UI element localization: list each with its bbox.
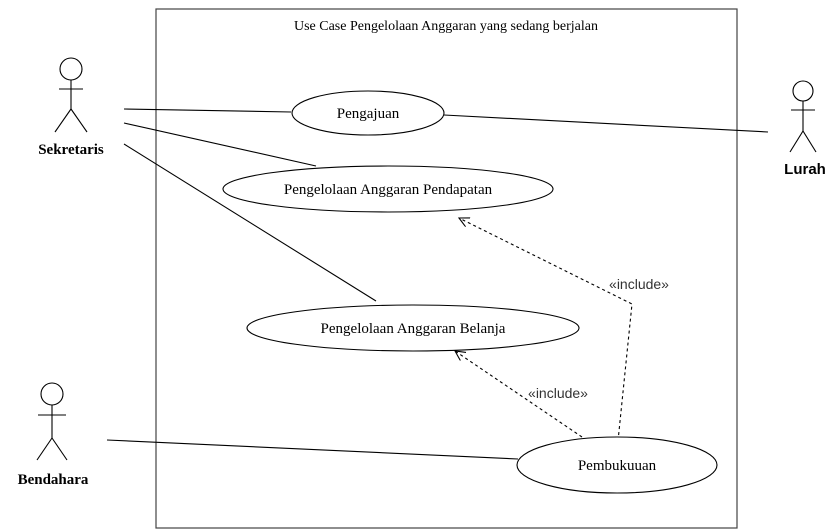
association-sekretaris-belanja[interactable] <box>123 143 377 302</box>
association-sekretaris-pengajuan[interactable] <box>123 108 292 113</box>
actor-sekretaris-leg-right <box>70 108 88 133</box>
use-case-pembukuan[interactable]: Pembukuuan <box>516 436 718 494</box>
use-case-pengajuan-label: Pengajuan <box>337 106 400 122</box>
actor-lurah[interactable]: Lurah <box>784 80 826 178</box>
use-case-pendapatan[interactable]: Pengelolaan Anggaran Pendapatan <box>222 165 554 213</box>
use-case-pendapatan-shape[interactable] <box>222 165 554 213</box>
actor-sekretaris-leg-left <box>54 108 72 133</box>
actor-bendahara[interactable]: Bendahara <box>18 382 89 488</box>
system-title: Use Case Pengelolaan Anggaran yang sedan… <box>294 19 598 34</box>
actor-lurah-leg-left <box>789 130 804 153</box>
use-case-pembukuan-label: Pembukuuan <box>578 458 657 474</box>
actor-lurah-head <box>792 80 814 102</box>
use-case-pendapatan-label: Pengelolaan Anggaran Pendapatan <box>284 182 493 198</box>
use-case-pengajuan[interactable]: Pengajuan <box>291 90 445 136</box>
use-case-belanja-shape[interactable] <box>246 304 580 352</box>
use-case-belanja[interactable]: Pengelolaan Anggaran Belanja <box>246 304 580 352</box>
include-pembukuan-pendapatan[interactable] <box>459 218 633 442</box>
actor-bendahara-head <box>40 382 64 406</box>
actor-lurah-leg-right <box>802 130 817 153</box>
actor-sekretaris[interactable]: Sekretaris <box>38 57 104 158</box>
include-label-belanja: «include» <box>528 385 588 401</box>
actor-sekretaris-label: Sekretaris <box>38 142 104 158</box>
actor-bendahara-label: Bendahara <box>18 472 89 488</box>
association-pengajuan-lurah[interactable] <box>443 114 769 133</box>
use-case-pembukuan-shape[interactable] <box>516 436 718 494</box>
association-sekretaris-pendapatan[interactable] <box>123 122 317 167</box>
include-pembukuan-belanja[interactable] <box>455 351 583 438</box>
include-label-pendapatan: «include» <box>609 276 669 292</box>
use-case-pengajuan-shape[interactable] <box>291 90 445 136</box>
use-case-belanja-label: Pengelolaan Anggaran Belanja <box>321 321 506 337</box>
actor-bendahara-leg-left <box>36 437 53 461</box>
association-bendahara-pembukuan[interactable] <box>106 439 519 460</box>
actor-bendahara-leg-right <box>51 437 68 461</box>
actor-sekretaris-head <box>59 57 83 81</box>
actor-lurah-label: Lurah <box>784 161 826 178</box>
